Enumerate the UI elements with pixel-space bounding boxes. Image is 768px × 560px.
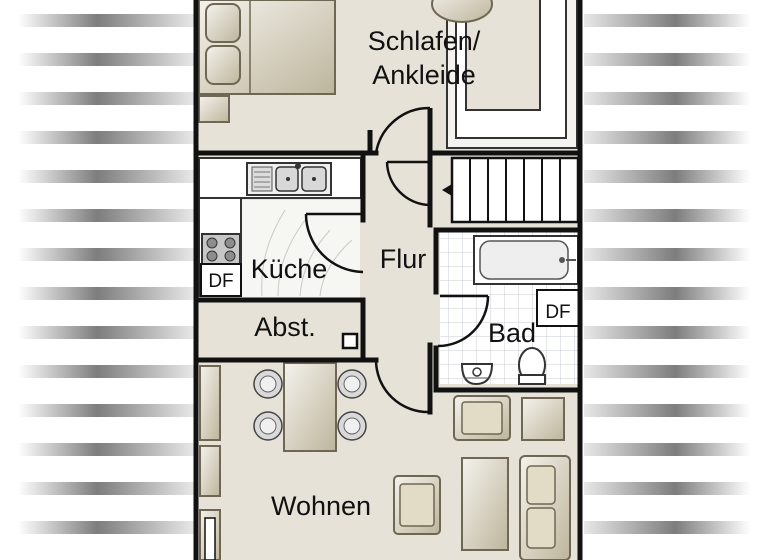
room-label-bad: Bad [488,318,536,348]
roof-window-label-bad: DF [545,302,570,323]
dining-chair [253,411,283,441]
roof-stripe [18,53,194,66]
roof-stripe [18,92,194,105]
washbasin-icon [460,363,494,386]
roof-stripe [584,482,750,495]
roof-stripe [18,326,194,339]
roof-stripe [584,365,750,378]
roof-stripe [584,92,750,105]
roof-stripe [18,287,194,300]
roof-stripe [584,170,750,183]
round-table [431,0,493,23]
roof-stripe [18,170,194,183]
room-label-kueche: Küche [251,254,328,284]
roof-stripe [18,131,194,144]
roof-stripe [18,248,194,261]
room-label-ankleide: Ankleide [372,60,476,90]
utility-shaft [341,332,359,350]
roof-stripe [18,521,194,534]
stairs-arrow-icon [442,184,452,196]
roof-stripe [18,404,194,417]
roof-stripe [18,443,194,456]
roof-stripe [584,326,750,339]
roof-stripe [584,131,750,144]
nightstand [198,95,230,123]
kitchen-wall-texture [240,200,360,298]
coffee-table [461,457,509,551]
roof-slope-right [584,14,750,534]
sofa [519,455,571,560]
room-label-flur: Flur [380,244,427,274]
roof-stripe [18,365,194,378]
wardrobe [446,0,578,149]
armchair-top [453,395,511,441]
shelf-units [199,365,221,560]
kitchen-plant-sketch [261,209,353,297]
stove-icon [201,233,241,265]
roof-stripe [584,287,750,300]
armchair-left [393,475,441,535]
room-label-schlafen: Schlafen/ [368,26,481,56]
kitchen-sink-icon [246,162,332,196]
dining-table [283,362,337,452]
side-table [521,397,565,441]
bedroom-wall [367,108,433,153]
staircase [450,156,580,224]
roof-stripe [584,404,750,417]
roof-stripe [584,248,750,261]
roof-window-label-kueche: DF [208,271,233,292]
doors [304,106,490,414]
room-label-wohnen: Wohnen [271,491,371,521]
roof-stripe [584,521,750,534]
bed [198,0,336,95]
roof-stripe [584,443,750,456]
walls [193,0,583,560]
roof-stripe [18,482,194,495]
bathtub [473,235,579,285]
roof-stripe [584,209,750,222]
dining-chairs [253,369,367,441]
dining-chair [337,369,367,399]
roof-window-marker-kueche [200,263,242,297]
roof-stripe [18,209,194,222]
room-label-abst: Abst. [254,312,316,342]
dining-chair [337,411,367,441]
toilet-icon [518,347,546,385]
roof-stripe [584,53,750,66]
roof-stripe [584,14,750,27]
dining-chair [253,369,283,399]
roof-stripe [18,14,194,27]
roof-slope-left [18,14,194,534]
